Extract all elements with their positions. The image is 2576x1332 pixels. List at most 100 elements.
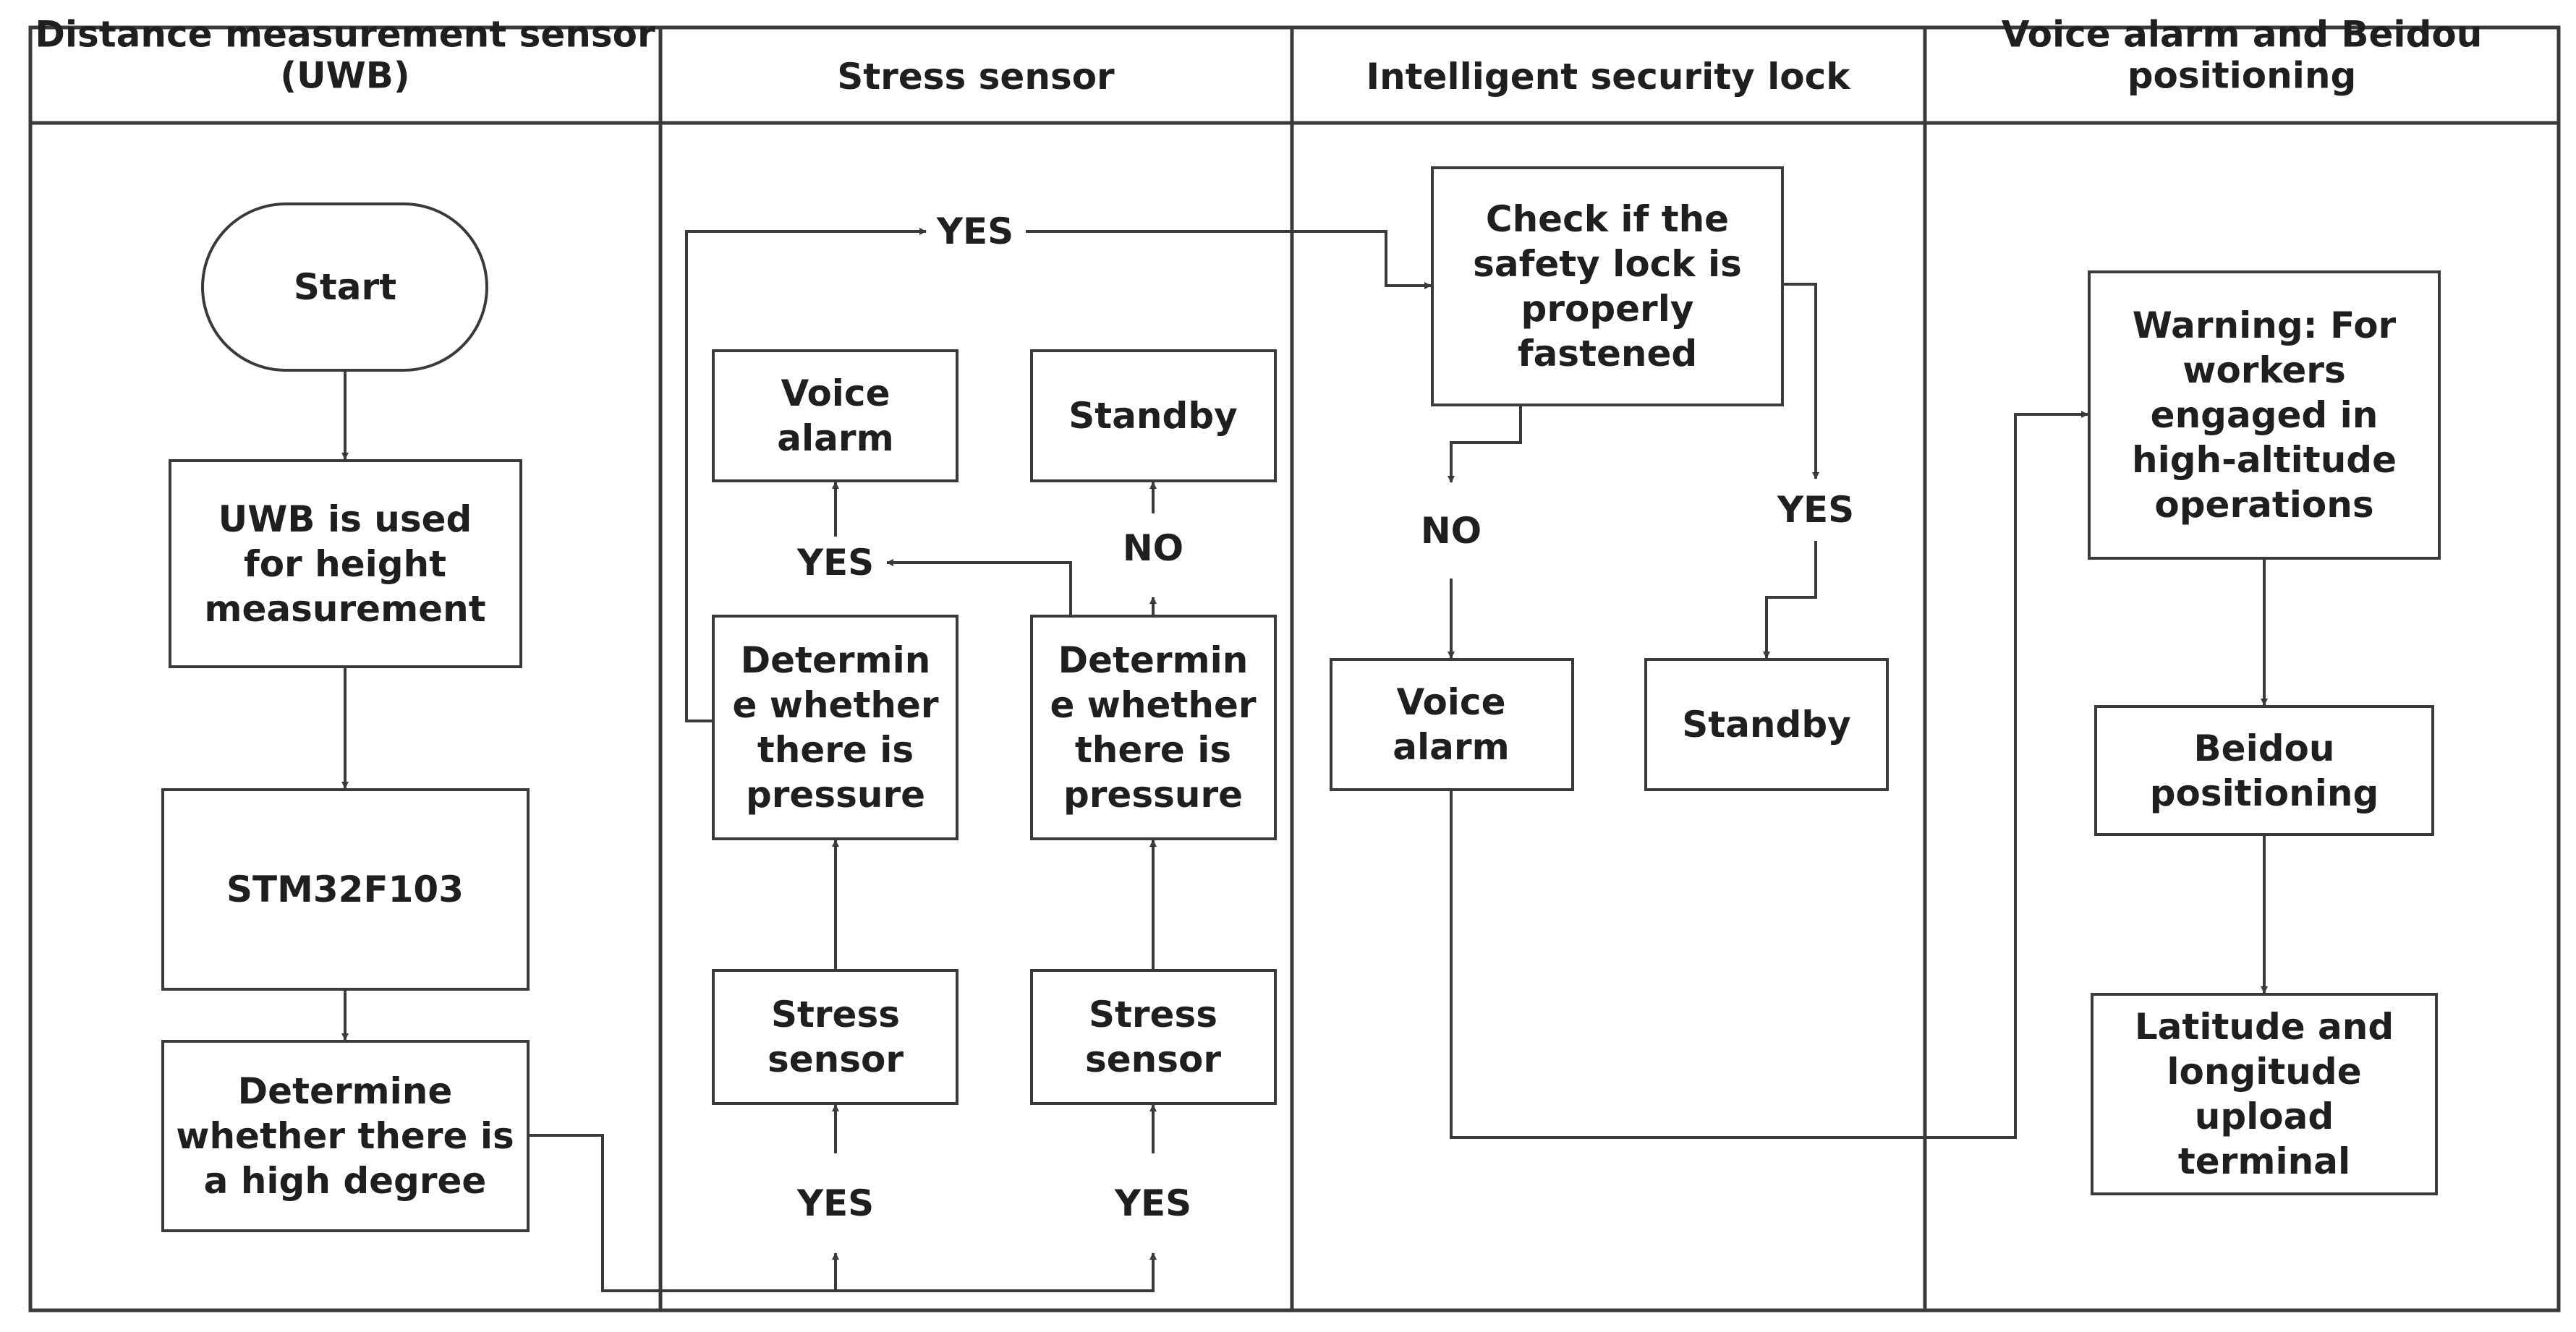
text-line: workers	[2182, 349, 2345, 391]
text-line: Start	[294, 266, 396, 308]
lane-title-lock: Intelligent security lock	[1366, 56, 1851, 98]
beidou-box	[2094, 705, 2434, 836]
edge-label-yes-sensor-1: YES	[796, 1182, 874, 1224]
text-line: Stress	[1089, 994, 1217, 1036]
text-line: alarm	[777, 417, 893, 459]
connectors	[341, 228, 2268, 1292]
edge-label-no-lock: NO	[1421, 510, 1482, 552]
stress-sensor-2-box	[1030, 969, 1277, 1105]
text-line: terminal	[2178, 1140, 2350, 1182]
text-line: STM32F103	[226, 868, 464, 910]
text-line: Determin	[741, 639, 931, 681]
standby-2-label: Standby	[1682, 704, 1850, 746]
text-line: for height	[244, 543, 446, 585]
edge-determine-1-loop	[685, 228, 927, 722]
stm32-box	[161, 788, 530, 991]
text-line: Voice	[1396, 681, 1505, 723]
stm32-label: STM32F103	[226, 868, 464, 910]
text-line: sensor	[768, 1038, 904, 1080]
start-label: Start	[294, 266, 396, 308]
text-line: there is	[1075, 729, 1231, 771]
text-line: sensor	[1085, 1038, 1221, 1080]
text-line: a high degree	[204, 1160, 487, 1202]
text-line: pressure	[746, 774, 925, 816]
text-line: Voice	[781, 372, 890, 414]
determine-pressure-1-box	[712, 615, 958, 840]
lane-title-stress: Stress sensor	[837, 56, 1115, 98]
text-line: longitude	[2167, 1051, 2361, 1093]
edge-label-no-standby-1: NO	[1123, 527, 1183, 569]
standby-2-box	[1644, 658, 1889, 791]
check-lock-box	[1431, 166, 1784, 406]
text-line: properly	[1521, 288, 1694, 330]
text-line: Determine	[238, 1070, 453, 1112]
text-line: operations	[2154, 484, 2373, 526]
text-line: Warning: For	[2133, 304, 2397, 346]
text-line: Distance measurement sensor	[35, 14, 655, 56]
lane-title-uwb: Distance measurement sensor(UWB)	[35, 14, 655, 97]
edge-yes-to-check-lock	[1026, 230, 1432, 289]
text-line: Check if the	[1486, 198, 1729, 240]
text-line: safety lock is	[1473, 243, 1742, 285]
text-line: Beidou	[2194, 727, 2335, 769]
edge-label-yes-lock: YES	[1777, 489, 1854, 531]
text-line: engaged in	[2151, 394, 2379, 436]
stress-sensor-1-box	[712, 969, 958, 1105]
voice-alarm-2-box	[1330, 658, 1574, 791]
text-line: pressure	[1063, 774, 1243, 816]
start-node: Start	[201, 202, 488, 372]
stm32-node: STM32F103	[161, 788, 530, 991]
text-line: e whether	[732, 684, 938, 726]
text-line: e whether	[1050, 684, 1256, 726]
determine-high-box	[161, 1040, 530, 1232]
text-line: Intelligent security lock	[1366, 56, 1851, 98]
text-line: upload	[2195, 1096, 2334, 1137]
text-line: fastened	[1518, 333, 1697, 375]
edge-labels: YES YES NO YES YES NO YES	[796, 210, 1854, 1224]
text-line: positioning	[2150, 772, 2379, 814]
start-terminator	[201, 202, 488, 372]
edge-voice-alarm-2-to-warning	[1450, 411, 2088, 1139]
text-line: there is	[757, 729, 914, 771]
determine-pressure-2-box	[1030, 615, 1277, 840]
text-line: high-altitude	[2132, 439, 2397, 481]
text-line: alarm	[1393, 726, 1509, 768]
text-line: Standby	[1068, 395, 1237, 437]
edge-determine-to-bus	[528, 1134, 1157, 1292]
standby-1-box	[1030, 349, 1277, 482]
edge-check-lock-to-yes	[1782, 283, 1819, 479]
standby-1-label: Standby	[1068, 395, 1237, 437]
text-line: Stress sensor	[837, 56, 1115, 98]
edge-label-yes-voice-1: YES	[796, 542, 874, 584]
text-line: Latitude and	[2135, 1006, 2394, 1048]
warning-box	[2088, 270, 2441, 560]
text-line: measurement	[204, 588, 485, 630]
text-line: whether there is	[176, 1115, 514, 1157]
edge-yes-to-standby-2	[1763, 541, 1817, 659]
text-line: (UWB)	[280, 55, 410, 97]
